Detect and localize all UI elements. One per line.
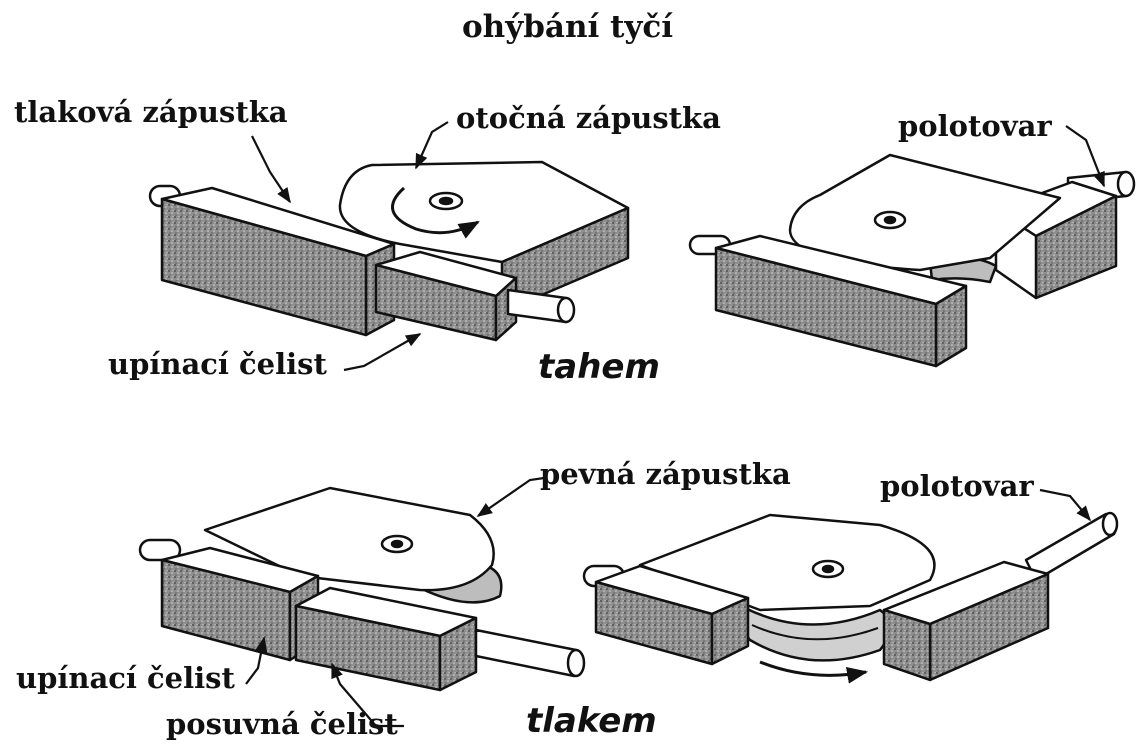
label-clamp-jaw-top: upínací čelist bbox=[108, 350, 327, 379]
mode-label-tension: tahem bbox=[538, 350, 660, 384]
diagram-title: ohýbání tyčí bbox=[462, 12, 673, 43]
workpiece-rod bbox=[476, 630, 583, 676]
label-fixed-die: pevná zápustka bbox=[540, 460, 791, 489]
tension-bending-start bbox=[150, 162, 628, 340]
label-pressure-die: tlaková zápustka bbox=[14, 98, 288, 127]
motion-arrow-icon bbox=[760, 662, 866, 675]
label-workpiece-top: polotovar bbox=[898, 112, 1052, 141]
mode-label-compression: tlakem bbox=[526, 704, 657, 738]
label-sliding-jaw: posuvná čelist bbox=[166, 710, 398, 739]
label-rotary-die: otočná zápustka bbox=[456, 104, 721, 133]
compression-bending-end bbox=[584, 513, 1117, 680]
label-clamp-jaw-bottom: upínací čelist bbox=[16, 664, 235, 693]
label-workpiece-bottom: polotovar bbox=[880, 472, 1034, 501]
compression-bending-start bbox=[140, 488, 584, 690]
tension-bending-end bbox=[690, 155, 1134, 366]
